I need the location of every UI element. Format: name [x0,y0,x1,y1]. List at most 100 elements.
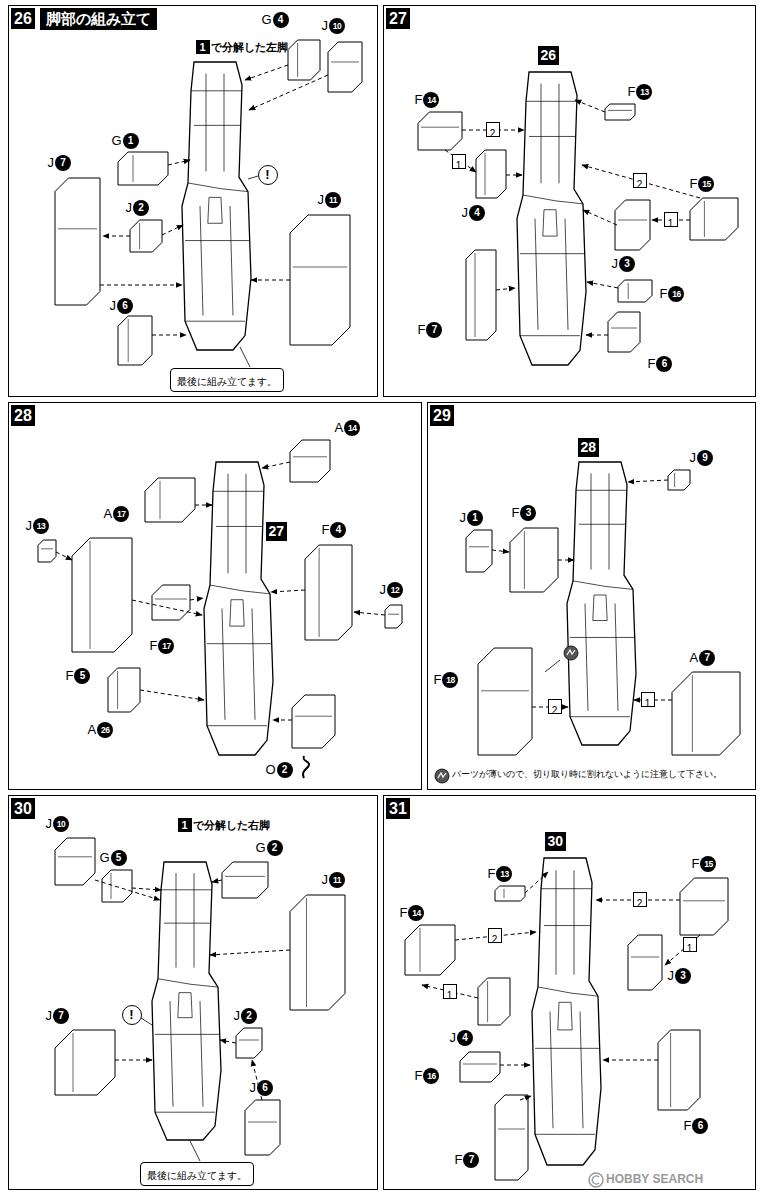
part-detail [331,62,359,63]
caution-icon [435,769,449,783]
part-number: 7 [55,155,71,171]
part-drawing [55,838,95,885]
part-number: 3 [520,505,536,521]
part-detail [481,690,529,691]
part-number: 6 [656,356,672,372]
part-number: 4 [457,1030,473,1046]
part-number: 10 [329,18,345,34]
assembly-arrow [445,150,476,172]
runner-letter: F [628,84,636,100]
part-drawing [608,312,640,352]
part-drawing [658,1030,700,1110]
order-box: 1 [641,692,655,707]
leg-detail [191,90,242,91]
leader-line [545,660,560,672]
part-detail [319,548,320,637]
note-text: 最後に組み立てます。 [177,376,277,387]
part-drawing [292,695,335,748]
part-detail [618,220,647,221]
part-detail [293,456,327,457]
leg-assembly [204,462,273,755]
part-number: 6 [692,1118,708,1134]
part-callout: A7 [690,650,716,666]
runner-letter: O [266,762,276,778]
part-callout: G4 [262,12,289,28]
leg-assembly [567,462,636,745]
runner-letter: J [668,968,675,984]
part-drawing [418,112,462,150]
part-drawing [108,668,140,712]
runner-letter: F [512,505,520,521]
runner-letter: F [322,522,330,538]
leg-detail [535,219,538,330]
runner-letter: G [262,12,272,28]
part-detail [58,856,92,857]
runner-letter: A [335,420,344,436]
order-number: 1 [645,698,651,709]
part-number: 12 [387,582,403,598]
assembly-arrow [354,612,385,615]
part-number: 7 [426,322,442,338]
part-detail [674,473,675,487]
part-drawing [478,648,532,755]
assembly-arrow [249,75,328,110]
step-panel: 2726F14F13212F15J41J3F16F7F6 [383,5,756,397]
leg-detail [213,491,264,492]
part-detail [485,153,486,195]
leg-detail [222,609,225,720]
part-number: 7 [699,650,715,666]
part-number: 4 [330,522,346,538]
leg-detail [161,889,212,890]
runner-letter: F [455,1152,463,1168]
order-number: 2 [637,179,643,190]
assembly-arrow [210,950,290,955]
assembly-arrow [140,690,204,700]
part-drawing [405,925,455,975]
runner-letter: J [46,1008,53,1024]
leg-detail [194,873,195,968]
part-number: 11 [329,872,345,888]
leg-outline [152,862,221,1140]
runner-letter: J [318,192,325,208]
assembly-arrow [603,1060,658,1061]
part-detail [160,481,161,519]
part-number: 16 [668,286,684,302]
part-detail [524,531,525,589]
part-detail [611,328,637,329]
leg-detail [580,1012,583,1129]
part-callout: F13 [488,866,513,882]
step-panel: 26脚部の組み立てG41で分解した左脚J10G1J7!J11J2J6最後に組み立… [8,5,378,397]
runner-letter: J [322,872,329,888]
leg-detail [200,206,203,315]
part-callout: J7 [48,155,72,171]
step-reference: 1 [196,40,210,54]
runner-letter: G [256,840,266,856]
reference-text: で分解した左脚 [211,40,288,54]
part-detail [297,43,298,77]
part-number: 18 [442,672,458,688]
leg-detail [615,604,618,712]
part-callout: J6 [110,298,134,314]
leg-detail [230,206,233,315]
leg-outline [532,858,601,1165]
leg-detail [188,183,248,192]
leg-assembly [152,862,221,1140]
caution-icon [564,646,578,660]
part-drawing [290,895,345,1010]
leg-detail [155,1034,220,1035]
part-callout: F15 [690,176,715,192]
order-number: 2 [552,705,558,716]
part-number: 26 [97,722,113,738]
part-drawing [672,672,740,755]
part-callout: J4 [462,205,486,221]
assembly-arrow [628,480,668,482]
assembly-arrow [525,872,548,893]
step-number: 31 [386,798,410,819]
part-detail [498,1129,525,1130]
leader-line [240,347,250,367]
part-callout: F13 [628,84,653,100]
subassembly-badge: 30 [545,832,567,851]
part-drawing [466,250,496,340]
part-callout: F18 [434,672,459,688]
part-drawing [55,1030,115,1095]
